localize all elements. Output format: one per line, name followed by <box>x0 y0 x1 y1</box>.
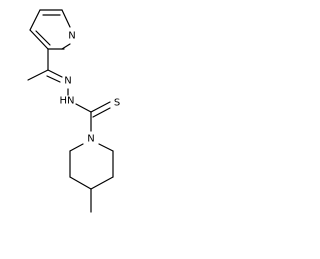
bond <box>90 101 111 113</box>
piperidine-nitrogen: N <box>87 134 94 145</box>
bond <box>75 103 92 113</box>
bond <box>98 143 114 152</box>
bond <box>47 69 63 78</box>
atom-label: HN <box>60 96 75 107</box>
bond <box>61 9 71 28</box>
pyridine-ring <box>29 9 71 50</box>
bond <box>92 107 111 118</box>
bond <box>61 43 71 50</box>
bond <box>90 176 114 190</box>
bond <box>46 75 61 83</box>
thione-sulfur: S <box>114 98 120 109</box>
piperidine-ring <box>69 143 114 190</box>
hydrazone-nitrogen: N <box>64 76 71 87</box>
atom-label: N <box>64 76 71 87</box>
bond <box>27 69 49 81</box>
molecule-structure: N N HN S N <box>27 9 120 213</box>
nh-group: HN <box>60 96 75 107</box>
pyridine-nitrogen: N <box>68 31 75 42</box>
bond <box>69 176 92 190</box>
atom-label: N <box>87 134 94 145</box>
bond <box>29 9 41 31</box>
bond <box>29 29 49 50</box>
atom-label: S <box>114 98 120 109</box>
bond <box>69 143 84 152</box>
atom-label: N <box>68 31 75 42</box>
bond <box>35 30 51 46</box>
